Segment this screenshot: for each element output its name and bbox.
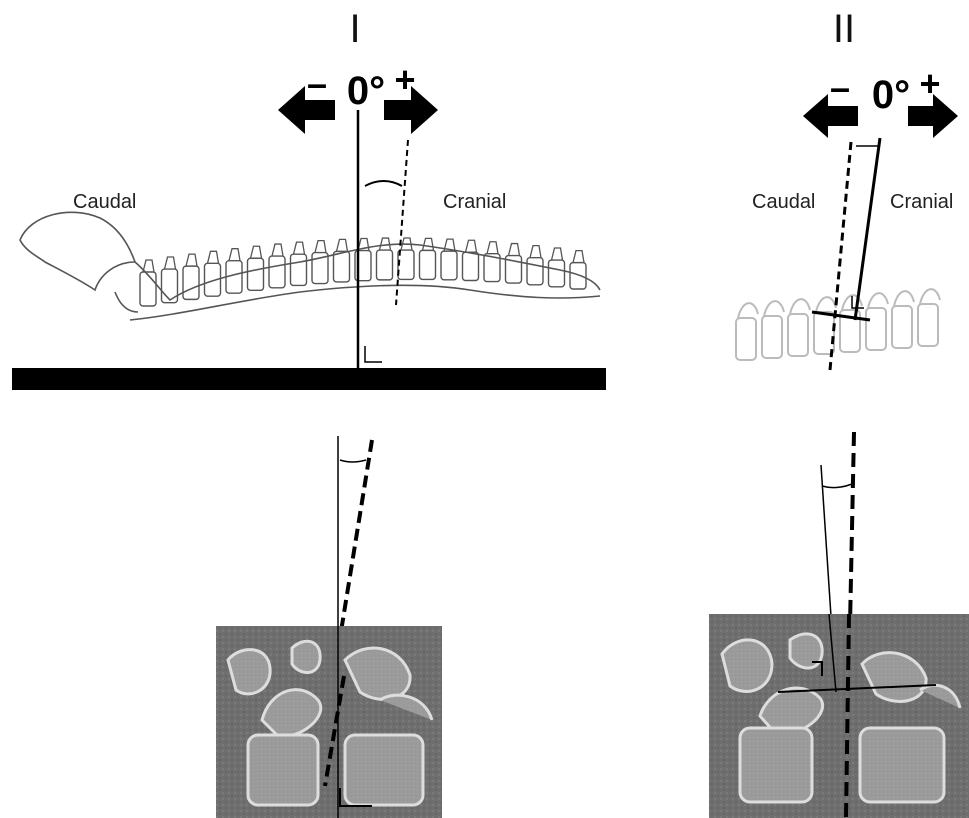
vertebra-body xyxy=(248,258,264,290)
panel-1: I – 0° + Caudal Cranial xyxy=(12,7,606,390)
angle-arc xyxy=(340,460,366,462)
zero-degree-label: 0° xyxy=(872,73,910,117)
vertebra-process xyxy=(790,299,810,314)
vertebra-process xyxy=(294,242,305,254)
vertebra-body xyxy=(291,254,307,285)
right-angle-marker xyxy=(365,346,382,362)
vertebra-process xyxy=(272,244,283,256)
caudal-label: Caudal xyxy=(73,191,136,213)
vertebra-process xyxy=(920,289,940,304)
vertebra-process xyxy=(251,246,262,258)
panel-2-numeral: II xyxy=(833,7,855,51)
vertebra-body xyxy=(420,250,436,279)
vertebra-body xyxy=(866,308,886,350)
panel-2: II – 0° + Caudal Cranial xyxy=(736,7,958,370)
vertebra-process xyxy=(337,239,348,251)
vertebra-body xyxy=(918,304,938,346)
vertebra-body xyxy=(570,263,586,289)
cranial-label: Cranial xyxy=(890,191,953,213)
vertebra-body xyxy=(463,252,479,280)
vertebra-process xyxy=(816,297,836,312)
vertebra-process xyxy=(315,241,326,253)
vertebra-process xyxy=(552,248,563,260)
vertebra-process xyxy=(573,251,584,263)
vertebra-process xyxy=(764,301,784,316)
vertebra-process xyxy=(208,251,219,263)
panel-1-numeral: I xyxy=(349,7,360,51)
table-surface-bar xyxy=(12,368,606,390)
vertebra-body xyxy=(527,258,543,285)
vertebra-body xyxy=(892,306,912,348)
vertebra-body xyxy=(441,251,457,280)
vertebrae-row-faint xyxy=(736,289,940,360)
vertebra-process xyxy=(530,246,541,258)
vertebra-process xyxy=(868,293,888,308)
angle-arc xyxy=(365,181,402,186)
vertebra-body xyxy=(140,272,156,306)
vertebra-body xyxy=(183,266,199,299)
vertebra-process xyxy=(165,257,176,269)
dashed-vertebra-axis xyxy=(396,140,408,305)
minus-sign: – xyxy=(830,67,850,108)
plus-sign: + xyxy=(394,59,415,100)
vertebra-body xyxy=(377,250,393,280)
vertebra-body xyxy=(334,251,350,282)
vertebra-body xyxy=(788,314,808,356)
vertebra-process xyxy=(186,254,197,266)
ct-panel-2 xyxy=(709,432,969,818)
angle-arc xyxy=(822,484,852,488)
vertebra-process xyxy=(423,238,434,250)
zero-degree-label: 0° xyxy=(347,69,385,113)
vertebra-process xyxy=(894,291,914,306)
vertebra-body xyxy=(269,256,285,288)
vertebra-process xyxy=(229,249,240,261)
plus-sign: + xyxy=(919,63,940,104)
caudal-label: Caudal xyxy=(752,191,815,213)
vertebra-body xyxy=(814,312,834,354)
vertebra-body xyxy=(762,316,782,358)
vertebra-body xyxy=(736,318,756,360)
vertebra-perpendicular-line xyxy=(855,138,880,320)
vertebra-process xyxy=(466,240,477,252)
vertebra-body xyxy=(549,260,565,287)
ct-panel-1 xyxy=(216,436,442,818)
vertebra-process xyxy=(487,242,498,254)
vertebra-process xyxy=(738,303,758,318)
spine-illustration xyxy=(20,212,600,320)
cranial-label: Cranial xyxy=(443,191,506,213)
vertebra-process xyxy=(380,238,391,250)
vertebra-process xyxy=(509,244,520,256)
minus-sign: – xyxy=(307,63,327,104)
